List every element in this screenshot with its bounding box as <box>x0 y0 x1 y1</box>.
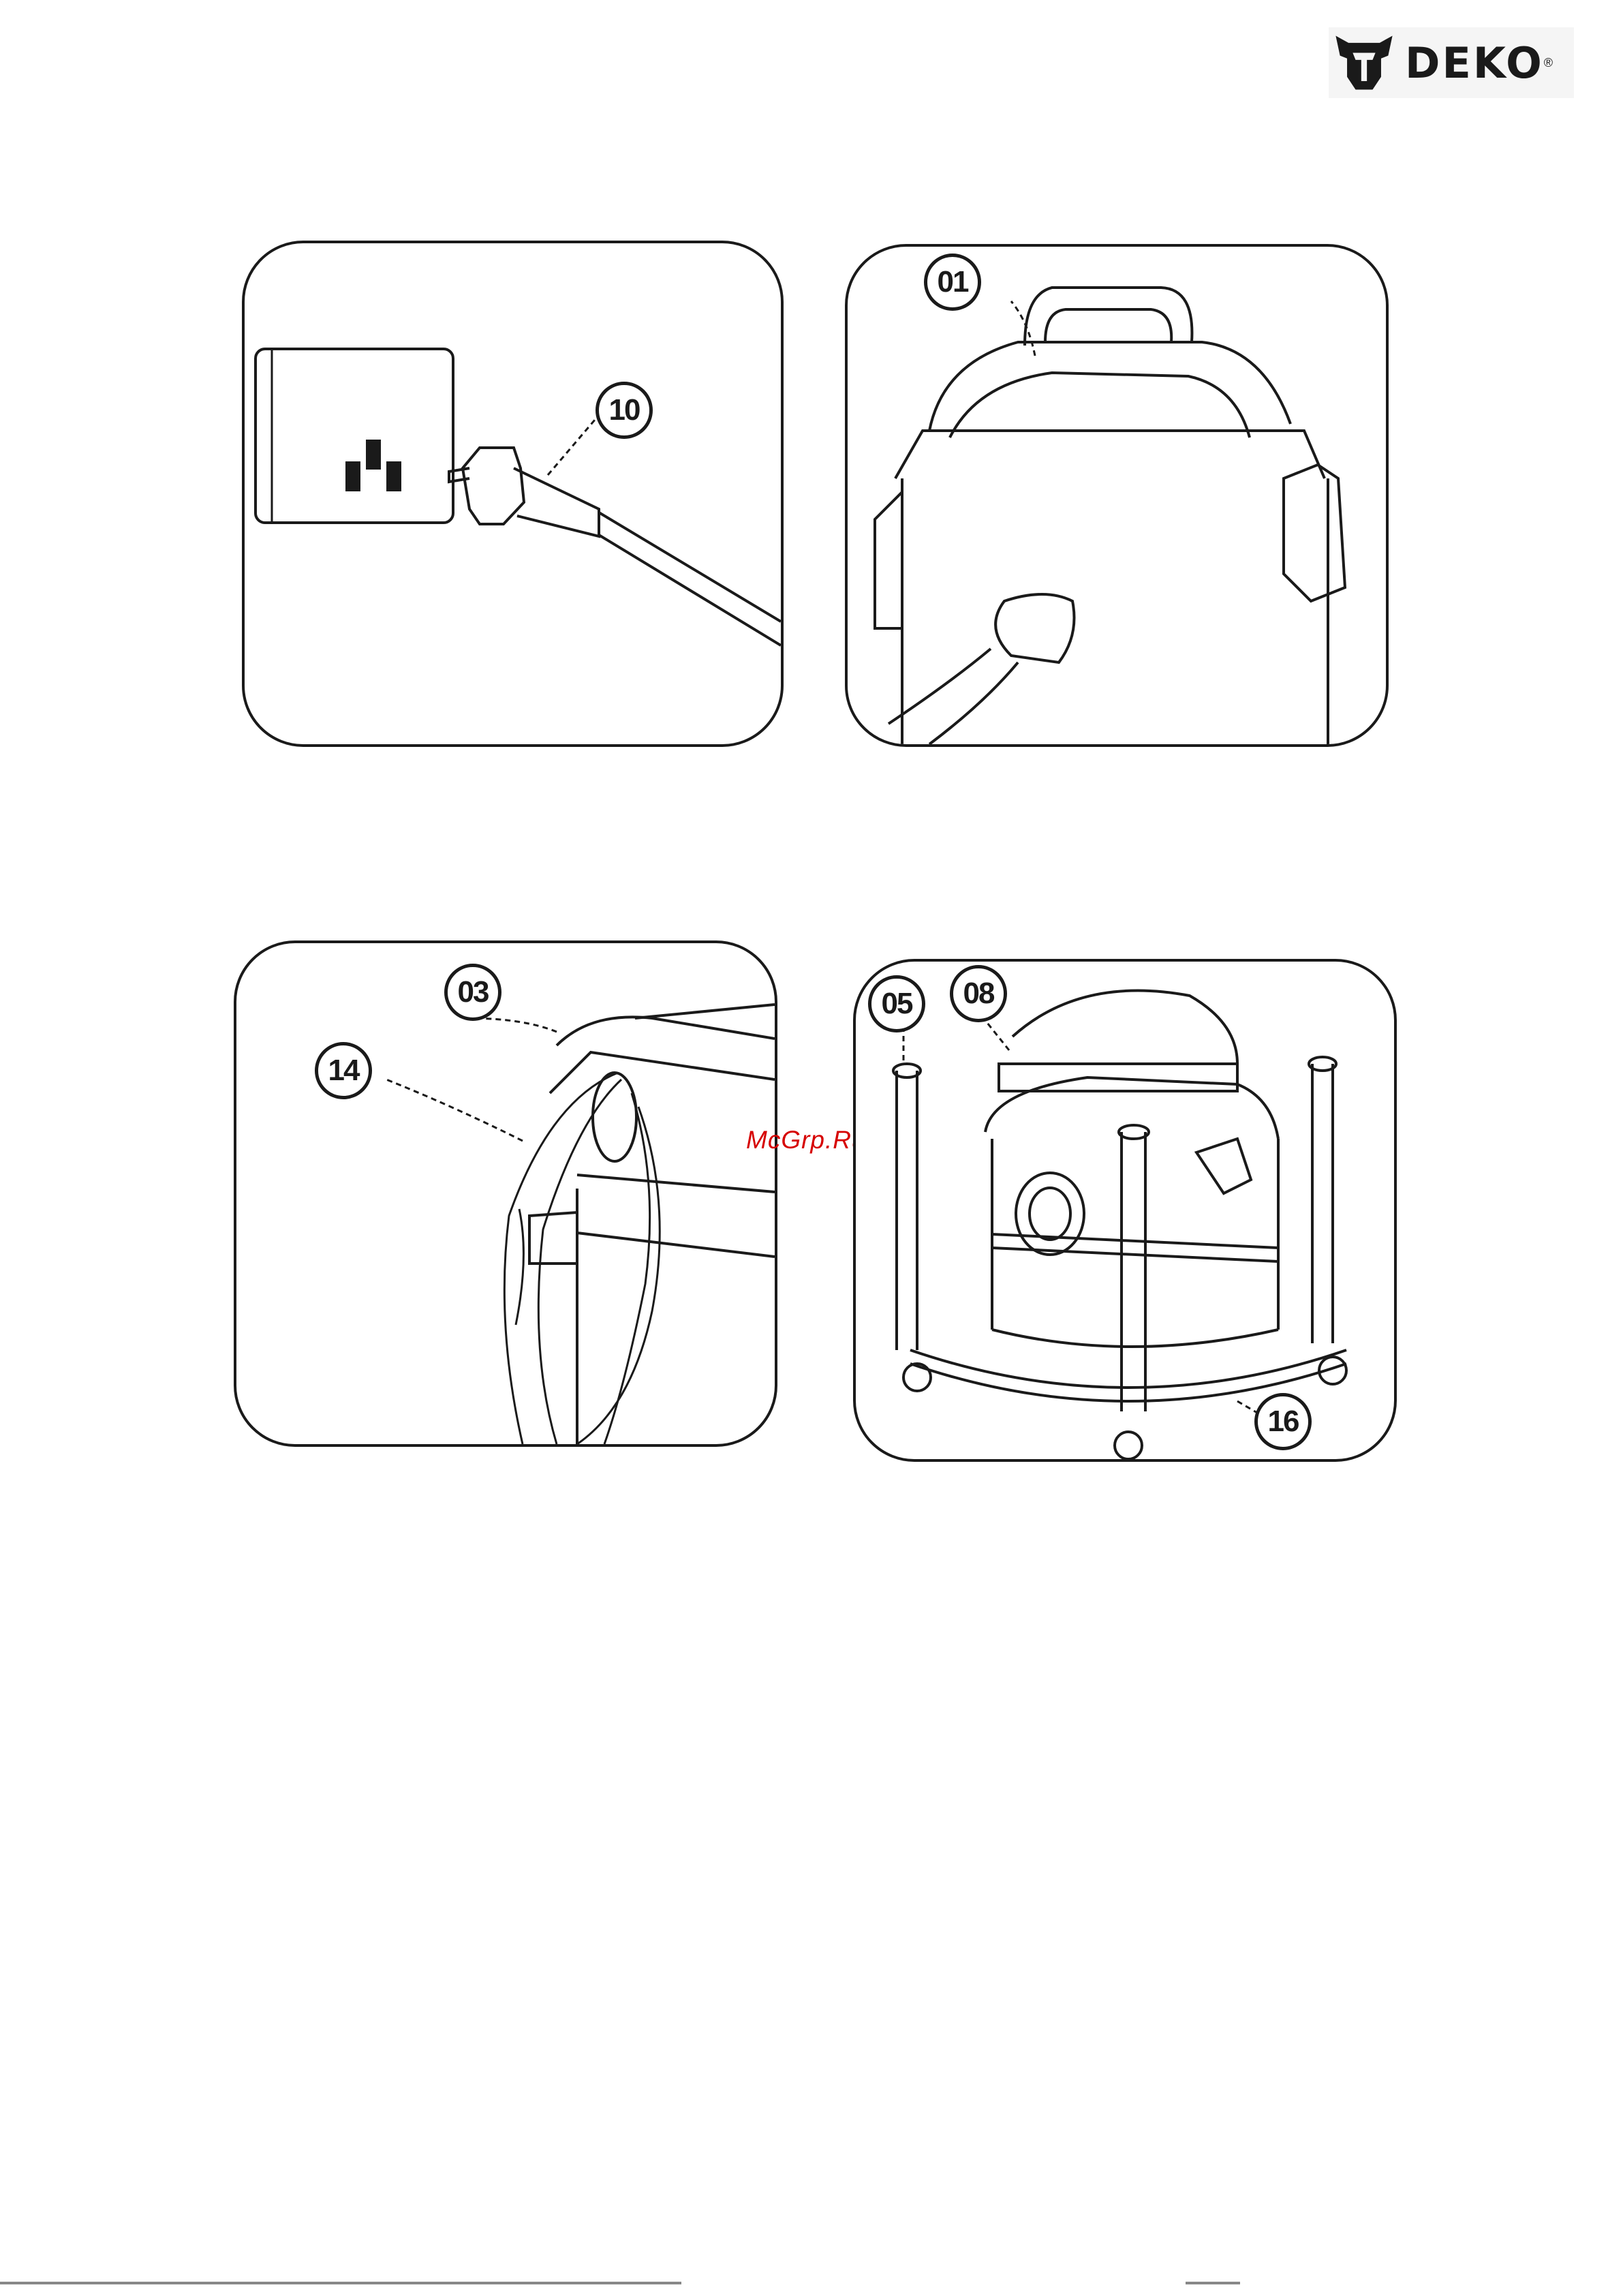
watermark-text: McGrp.Ru <box>746 1126 867 1154</box>
bull-head-icon <box>1329 27 1400 98</box>
callout-08: 08 <box>950 965 1007 1022</box>
figure-assembled-base: 05 08 16 <box>853 959 1397 1462</box>
figure-motor-head: 01 <box>845 244 1389 747</box>
figure-plug-socket: 10 <box>242 241 784 747</box>
footer-rule <box>0 2282 681 2284</box>
motor-head-illustration <box>848 247 1386 744</box>
figure-cord-storage: 03 14 <box>234 940 777 1447</box>
cord-storage-illustration <box>236 943 775 1444</box>
callout-01: 01 <box>924 254 981 311</box>
callout-03: 03 <box>444 964 501 1021</box>
callout-16: 16 <box>1254 1393 1312 1450</box>
brand-logo: DEKO ® <box>1329 27 1574 98</box>
registered-mark: ® <box>1544 56 1553 70</box>
assembled-base-illustration <box>856 962 1394 1459</box>
brand-name: DEKO <box>1405 38 1544 88</box>
footer-rule-fragment <box>1186 2282 1240 2284</box>
callout-05: 05 <box>868 975 925 1032</box>
plug-socket-illustration <box>245 243 781 744</box>
callout-14: 14 <box>315 1042 372 1099</box>
callout-10: 10 <box>596 382 653 439</box>
